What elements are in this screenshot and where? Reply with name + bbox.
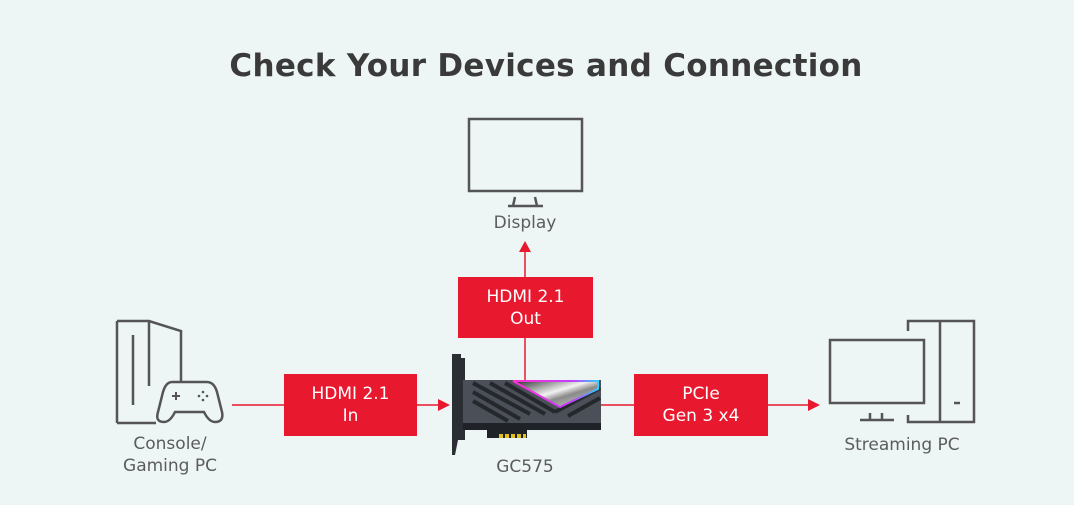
pcie-line2: Gen 3 x4 [662, 406, 740, 426]
hdmi-in-line1: HDMI 2.1 [311, 384, 390, 404]
hdmi-out-line1: HDMI 2.1 [486, 286, 565, 307]
display-label: Display [493, 213, 557, 233]
hdmi-in-line2: In [342, 406, 359, 426]
pcie-box: PCIe Gen 3 x4 [634, 374, 768, 436]
page-title: Check Your Devices and Connection [229, 48, 863, 84]
hdmi-out-line2: Out [510, 308, 541, 329]
hdmi-out-box: HDMI 2.1 Out [458, 277, 593, 338]
gc575-label: GC575 [496, 457, 554, 477]
pcie-line1: PCIe [682, 384, 720, 404]
console-label-line2: Gaming PC [123, 456, 217, 476]
hdmi-in-box: HDMI 2.1 In [284, 374, 417, 436]
console-label-line1: Console/ [133, 434, 207, 454]
arrow-to-streaming-pc [808, 399, 820, 411]
streaming-pc-label: Streaming PC [844, 435, 960, 455]
arrow-to-display [519, 241, 531, 252]
arrow-to-card [438, 399, 450, 411]
console-label: Console/ Gaming PC [100, 433, 240, 477]
